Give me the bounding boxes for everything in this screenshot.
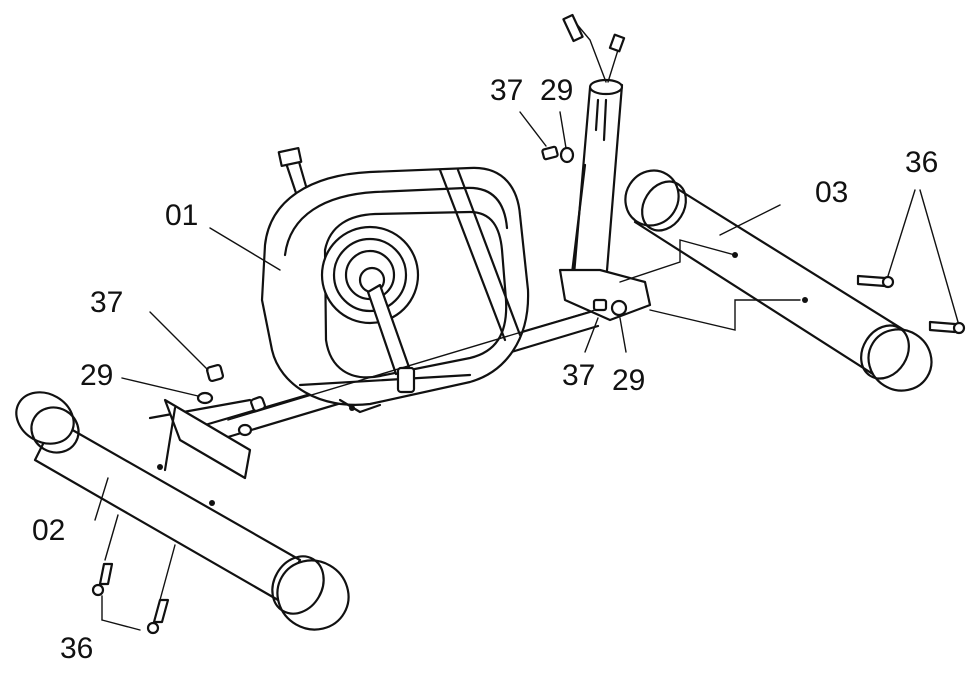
label-front-stabilizer: 02: [32, 514, 65, 547]
label-top-washer: 29: [540, 74, 573, 107]
label-mid-nut: 37: [562, 359, 595, 392]
main-frame: [148, 146, 600, 442]
label-front-washer: 29: [80, 359, 113, 392]
cap-nut-icon: [250, 396, 266, 412]
leader-lines: [94, 111, 959, 631]
label-front-nut: 37: [90, 286, 123, 319]
upright-post: [558, 13, 652, 322]
rear-stabilizer: [624, 169, 933, 392]
bolt-icon: [928, 320, 957, 334]
washer-icon: [196, 391, 214, 405]
cap-nut-icon: [206, 364, 224, 382]
cap-nut-icon: [541, 145, 559, 161]
bolt-icon: [98, 562, 114, 586]
part-labels: 01 02 03 37 29 37 29 37 29 36 36: [32, 74, 938, 665]
washer-icon: [610, 299, 628, 317]
label-top-nut: 37: [490, 74, 523, 107]
front-stabilizer: [15, 391, 350, 631]
label-mid-washer: 29: [612, 364, 645, 397]
label-rear-bolts: 36: [905, 146, 938, 179]
label-main-frame: 01: [165, 199, 198, 232]
washer-icon: [237, 423, 253, 437]
bolt-icon: [856, 274, 887, 288]
label-rear-stabilizer: 03: [815, 176, 848, 209]
bolt-icon: [152, 598, 170, 624]
cap-nut-icon: [592, 298, 608, 312]
label-front-bolts: 36: [60, 632, 93, 665]
washer-icon: [559, 146, 575, 164]
hardware: [91, 145, 966, 635]
